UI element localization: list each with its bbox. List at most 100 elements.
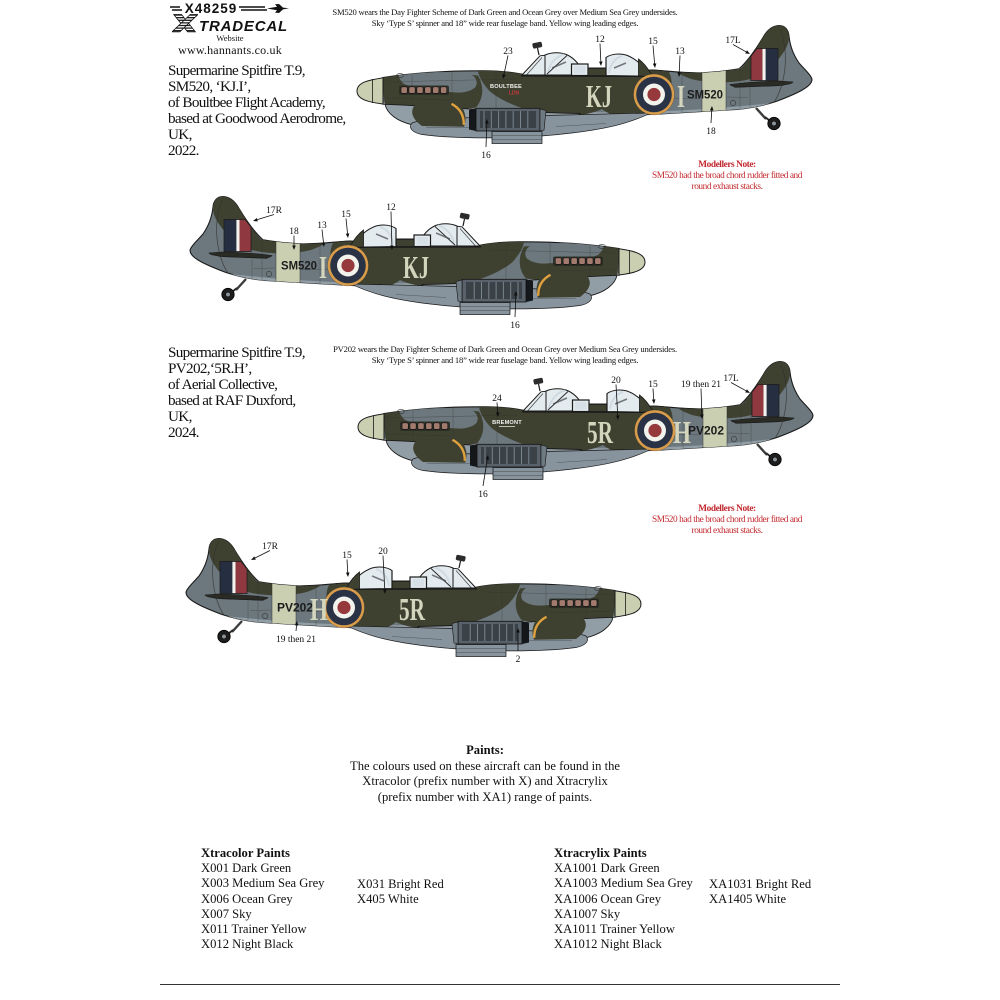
subject2-line: UK, xyxy=(168,408,192,426)
squadron-code: 5R xyxy=(587,414,614,450)
squadron-code: 5R xyxy=(399,591,426,627)
product-code: X48259 xyxy=(184,1,238,16)
callout-label: 16 xyxy=(481,151,491,161)
airframe xyxy=(185,537,642,657)
paint-item: X011 Trainer Yellow xyxy=(201,922,307,937)
paint-item: X001 Dark Green xyxy=(201,861,292,876)
modellers-note-title: Modellers Note: xyxy=(698,160,756,170)
callout-label: 12 xyxy=(386,203,396,213)
subject1-line: SM520, ‘KJ.I’, xyxy=(168,78,251,96)
subject2-line: 2024. xyxy=(168,424,199,442)
serial-number: PV202 xyxy=(688,424,724,438)
airframe xyxy=(356,24,813,144)
callout-label: 15 xyxy=(648,37,658,47)
callout-label: 18 xyxy=(289,227,299,237)
paint-item: XA1012 Night Black xyxy=(554,937,662,952)
paint-column-title: Xtracrylix Paints xyxy=(554,846,647,860)
subject1-line: UK, xyxy=(168,126,192,144)
logo-left-dashes-icon xyxy=(169,5,182,11)
callout-label: 17R xyxy=(266,206,283,216)
callout-label: 23 xyxy=(503,47,513,57)
serial-number: SM520 xyxy=(687,88,723,102)
fuselage-roundel xyxy=(633,73,675,116)
subject2-line: PV202,‘5R.H’, xyxy=(168,360,252,378)
subject1-line: Supermarine Spitfire T.9, xyxy=(168,62,305,79)
subject1-line: of Boultbee Flight Academy, xyxy=(168,94,326,112)
xtracolor-paints-list: Xtracolor Paints X001 Dark Green X003 Me… xyxy=(201,846,324,952)
callout-label: 12 xyxy=(595,35,605,45)
paint-item: XA1006 Ocean Grey xyxy=(554,891,662,906)
subject1-line: 2022. xyxy=(168,142,199,160)
callout-label: 19 then 21 xyxy=(276,635,316,645)
modellers-note-line: round exhaust stacks. xyxy=(691,526,763,536)
callout-label: 16 xyxy=(478,490,488,500)
callout-label: 15 xyxy=(648,380,658,390)
modellers-note-title: Modellers Note: xyxy=(698,504,756,514)
callout-label: 24 xyxy=(492,394,502,404)
squadron-code: KJ xyxy=(403,249,429,285)
scheme2-line2: Sky ‘Type S’ spinner and 18” wide rear f… xyxy=(371,355,639,366)
bottom-rule xyxy=(160,984,840,985)
callout-label: 13 xyxy=(675,47,685,57)
paint-item: X031 Bright Red xyxy=(357,877,444,891)
scheme1-line2: Sky ‘Type S’ spinner and 18” wide rear f… xyxy=(371,18,639,29)
callout-label: 13 xyxy=(317,221,327,231)
airframe xyxy=(357,360,814,480)
xtracolor-extra-paints: X031 Bright Red X405 White xyxy=(357,877,444,907)
squadron-code: KJ xyxy=(586,78,612,114)
fuselage-roundel xyxy=(323,586,365,629)
callout-label: 17L xyxy=(723,374,739,384)
paint-item: XA1011 Trainer Yellow xyxy=(554,922,675,937)
callout-label: 19 then 21 xyxy=(681,380,721,390)
subject1-line: based at Goodwood Aerodrome, xyxy=(168,110,346,128)
paints-intro-line: (prefix number with XA1) range of paints… xyxy=(377,789,593,804)
scheme2-line1: PV202 wears the Day Fighter Scheme of Da… xyxy=(333,344,677,354)
paints-heading: Paints: xyxy=(466,743,504,757)
scheme-note-pv202: PV202 wears the Day Fighter Scheme of Da… xyxy=(155,344,855,366)
xtradecal-logo: X48259 TRADECAL Website www.hannants.co.… xyxy=(160,1,300,58)
callout-label: 17L xyxy=(725,36,741,46)
paint-item: XA1001 Dark Green xyxy=(554,861,660,876)
scheme-note-sm520: SM520 wears the Day Fighter Scheme of Da… xyxy=(155,7,855,29)
paint-item: X007 Sky xyxy=(201,906,252,921)
paint-item: XA1405 White xyxy=(709,892,787,907)
subject2-line: based at RAF Duxford, xyxy=(168,392,296,410)
website-url[interactable]: www.hannants.co.uk xyxy=(178,43,282,57)
paint-item: XA1031 Bright Red xyxy=(709,877,812,891)
xtracrylix-extra-paints: XA1031 Bright Red XA1405 White xyxy=(709,877,811,907)
paints-intro: Paints: The colours used on these aircra… xyxy=(285,743,685,805)
fuselage-roundel xyxy=(634,409,676,452)
callout-label: 20 xyxy=(378,547,388,557)
paint-item: X405 White xyxy=(357,892,419,907)
paint-item: X003 Medium Sea Grey xyxy=(201,876,325,891)
brand-name: TRADECAL xyxy=(199,18,288,35)
paint-column-title: Xtracolor Paints xyxy=(201,846,290,860)
nose-badge-text: BREMONT xyxy=(492,420,522,426)
nose-badge-subtext: LDN xyxy=(509,91,520,97)
callout-label: 16 xyxy=(510,321,520,331)
paint-item: X006 Ocean Grey xyxy=(201,891,293,906)
modellers-note-2: Modellers Note: SM520 had the broad chor… xyxy=(567,504,887,537)
subject-pv202: Supermarine Spitfire T.9, PV202,‘5R.H’, … xyxy=(168,344,305,442)
scheme1-line1: SM520 wears the Day Fighter Scheme of Da… xyxy=(332,7,678,17)
callout-label: 2 xyxy=(516,655,521,665)
paint-item: X012 Night Black xyxy=(201,937,294,952)
callout-label: 17R xyxy=(262,542,279,552)
individual-code-letter: H xyxy=(673,414,691,450)
subject-sm520: Supermarine Spitfire T.9, SM520, ‘KJ.I’,… xyxy=(168,62,346,160)
modellers-note-1: Modellers Note: SM520 had the broad chor… xyxy=(567,160,887,193)
nose-badge-text: BOULTBEE xyxy=(490,84,522,90)
individual-code-letter: I xyxy=(319,249,327,285)
modellers-note-line: SM520 had the broad chord rudder fitted … xyxy=(651,515,802,525)
individual-code-letter: H xyxy=(310,591,328,627)
paint-item: XA1003 Medium Sea Grey xyxy=(554,876,693,891)
modellers-note-line: SM520 had the broad chord rudder fitted … xyxy=(651,171,802,181)
